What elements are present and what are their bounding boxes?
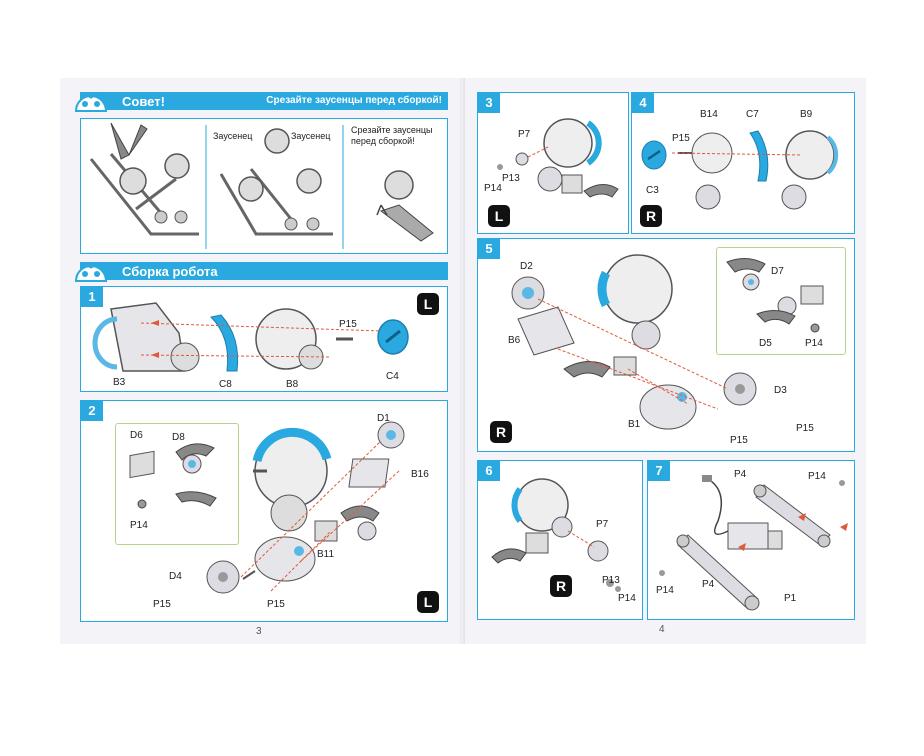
robot-head-icon — [74, 263, 108, 282]
trim-text-line-1: Срезайте заусенцы — [351, 125, 433, 135]
part-label: P4 — [702, 579, 715, 590]
part-label: D2 — [520, 261, 533, 272]
part-label: P15 — [267, 599, 285, 610]
step-3-panel: 3 L P7 P14 P13 — [477, 92, 629, 234]
side-marker: L — [488, 205, 510, 227]
step-6-panel: 6 R P7 P13 P14 — [477, 460, 643, 620]
tip-subtitle: Срезайте заусенцы перед сборкой! — [266, 95, 442, 106]
part-label: P15 — [153, 599, 171, 610]
part-label: B6 — [508, 335, 521, 346]
part-label: D7 — [771, 266, 784, 277]
step-5-panel: 5 R D7 D5 P14 — [477, 238, 855, 452]
sprue-trimming-illustration — [89, 122, 434, 249]
step-7-illustration — [659, 475, 848, 611]
part-label: C8 — [219, 379, 232, 390]
assembly-title: Сборка робота — [122, 264, 218, 279]
step-7-panel: 7 P4 P14 P14 P4 P1 — [647, 460, 855, 620]
trim-text-line-2: перед сборкой! — [351, 136, 415, 146]
part-label: B16 — [411, 469, 429, 480]
tip-title: Совет! — [122, 94, 165, 109]
tip-banner: Совет! Срезайте заусенцы перед сборкой! — [74, 92, 448, 112]
part-label: P14 — [805, 338, 823, 349]
step-5-illustration — [511, 254, 757, 430]
robot-head-icon — [74, 93, 108, 112]
part-label: P13 — [602, 575, 620, 586]
part-label: B11 — [317, 549, 335, 560]
step-2-panel: 2 L D6 D8 P14 — [80, 400, 448, 622]
step-1-illustration — [92, 302, 409, 372]
part-label: P7 — [518, 129, 531, 140]
side-marker: R — [640, 205, 662, 227]
step-number: 6 — [478, 461, 500, 481]
burr-label-2: Заусенец — [291, 131, 331, 141]
part-label: C4 — [386, 371, 399, 382]
right-page: 3 L P7 P14 P13 4 R — [465, 78, 866, 644]
part-label: D4 — [169, 571, 182, 582]
part-label: D1 — [377, 413, 390, 424]
step-number: 7 — [648, 461, 670, 481]
part-label: D5 — [759, 338, 772, 349]
side-marker: L — [417, 293, 439, 315]
part-label: P14 — [484, 183, 502, 194]
tip-panel: Заусенец Заусенец Срезайте заусенцы пере… — [80, 118, 448, 254]
part-label: B1 — [628, 419, 641, 430]
step-6-illustration — [491, 478, 621, 592]
step-2-inset: D6 D8 P14 — [115, 423, 239, 545]
part-label: B9 — [800, 109, 813, 120]
step-1-panel: 1 L B3 C8 B8 P15 C4 — [80, 286, 448, 392]
side-marker: L — [417, 591, 439, 613]
part-label: P15 — [339, 319, 357, 330]
side-marker: R — [550, 575, 572, 597]
part-label: C3 — [646, 185, 659, 196]
side-marker: R — [490, 421, 512, 443]
page-gutter — [458, 78, 466, 644]
page-number: 4 — [659, 624, 665, 635]
part-label: P15 — [730, 435, 748, 446]
part-label: P15 — [672, 133, 690, 144]
part-label: P4 — [734, 469, 747, 480]
assembly-banner: Сборка робота — [74, 262, 448, 282]
step-4-panel: 4 R B14 C7 B9 P15 C3 — [631, 92, 855, 234]
part-label: P14 — [656, 585, 674, 596]
step-number: 4 — [632, 93, 654, 113]
page-number: 3 — [256, 626, 262, 637]
step-number: 3 — [478, 93, 500, 113]
step-number: 5 — [478, 239, 500, 259]
part-label: B3 — [113, 377, 126, 388]
step-2-illustration — [206, 421, 405, 594]
part-label: D3 — [774, 385, 787, 396]
part-label: P14 — [130, 520, 148, 531]
part-label: B8 — [286, 379, 299, 390]
part-label: P14 — [618, 593, 636, 604]
step-3-illustration — [497, 118, 619, 198]
part-label: P7 — [596, 519, 609, 530]
left-page: Совет! Срезайте заусенцы перед сборкой! — [60, 78, 460, 644]
step-4-illustration — [641, 130, 839, 210]
part-label: P15 — [796, 423, 814, 434]
part-label: B14 — [700, 109, 718, 120]
step-number: 1 — [81, 287, 103, 307]
part-label: P14 — [808, 471, 826, 482]
part-label: P1 — [784, 593, 797, 604]
step-5-inset: D7 D5 P14 — [716, 247, 846, 355]
burr-label-1: Заусенец — [213, 131, 253, 141]
step-number: 2 — [81, 401, 103, 421]
part-label: P13 — [502, 173, 520, 184]
part-label: C7 — [746, 109, 759, 120]
part-label: D8 — [172, 432, 185, 443]
part-label: D6 — [130, 430, 143, 441]
